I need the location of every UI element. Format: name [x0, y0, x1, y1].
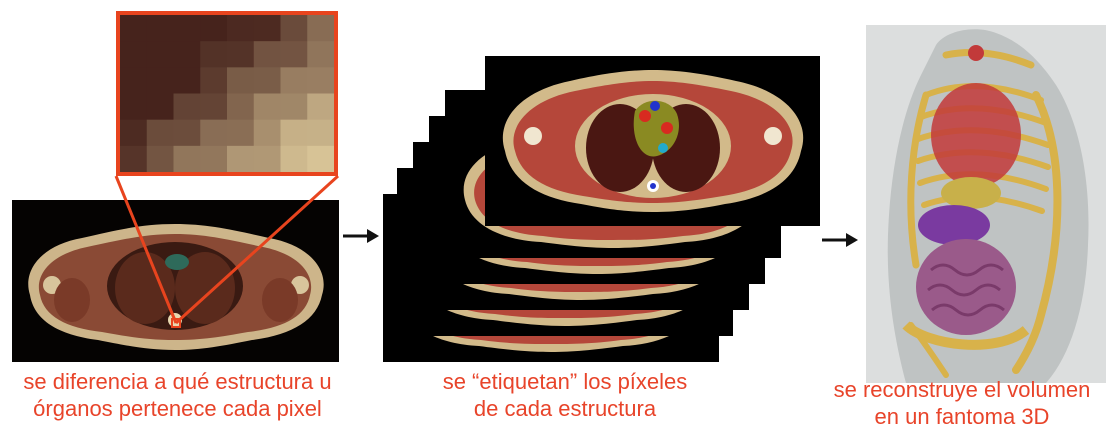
zoom-pixel [307, 15, 334, 42]
zoom-pixel [120, 15, 147, 42]
zoom-pixel [281, 94, 308, 121]
caption-step-3-line-1: se reconstruye el volumen [812, 376, 1112, 403]
zoom-pixel [147, 120, 174, 147]
caption-step-1-line-1: se diferencia a qué estructura u [0, 368, 355, 395]
zoom-pixel [307, 146, 334, 172]
zoom-pixel [227, 146, 254, 172]
zoom-pixel [254, 120, 281, 147]
zoom-pixel [227, 94, 254, 121]
zoom-pixel [254, 41, 281, 68]
zoom-pixel [120, 94, 147, 121]
zoom-pixel [227, 41, 254, 68]
zoom-pixel [307, 67, 334, 94]
zoom-pixel [174, 15, 201, 42]
zoom-pixel [174, 94, 201, 121]
caption-step-2-line-2: de cada estructura [395, 395, 735, 422]
caption-step-3-line-2: en un fantoma 3D [812, 403, 1112, 430]
zoom-pixel [200, 67, 227, 94]
zoom-pixel [200, 120, 227, 147]
zoom-pixel [200, 41, 227, 68]
zoom-pixel [174, 41, 201, 68]
right-arrow-icon [820, 230, 860, 250]
zoom-pixel [147, 15, 174, 42]
zoom-pixel [307, 120, 334, 147]
caption-step-1: se diferencia a qué estructura u órganos… [0, 368, 355, 422]
zoom-pixel [174, 67, 201, 94]
zoom-pixel [147, 67, 174, 94]
zoom-pixel [147, 41, 174, 68]
zoom-pixel [147, 146, 174, 172]
zoom-pixel [281, 41, 308, 68]
zoom-pixel [200, 146, 227, 172]
zoom-pixel [227, 67, 254, 94]
zoom-pixel [120, 120, 147, 147]
zoom-pixel [227, 120, 254, 147]
zoom-pixel [147, 94, 174, 121]
zoom-pixel [254, 94, 281, 121]
zoom-pixel [120, 41, 147, 68]
zoom-pixel [174, 120, 201, 147]
right-arrow-icon [341, 226, 381, 246]
zoom-pixel [281, 120, 308, 147]
zoom-pixel [254, 146, 281, 172]
zoom-pixel [200, 94, 227, 121]
zoom-pixel [227, 15, 254, 42]
zoom-pixel [120, 146, 147, 172]
caption-step-2: se “etiquetan” los píxeles de cada estru… [395, 368, 735, 422]
caption-step-2-line-1: se “etiquetan” los píxeles [395, 368, 735, 395]
zoom-pixel [307, 94, 334, 121]
zoom-pixel [254, 67, 281, 94]
zoom-pixel [200, 15, 227, 42]
caption-step-3: se reconstruye el volumen en un fantoma … [812, 376, 1112, 430]
pixel-zoom-box [116, 11, 338, 176]
zoom-pixel [254, 15, 281, 42]
zoom-pixel [281, 67, 308, 94]
zoom-pixel [120, 67, 147, 94]
labeled-slice-stack [383, 56, 820, 362]
original-ct-slice [12, 200, 339, 362]
zoom-pixel [174, 146, 201, 172]
zoom-pixel [307, 41, 334, 68]
zoom-pixel [281, 15, 308, 42]
caption-step-1-line-2: órganos pertenece cada pixel [0, 395, 355, 422]
zoom-pixel [281, 146, 308, 172]
3d-phantom-render [866, 25, 1106, 383]
